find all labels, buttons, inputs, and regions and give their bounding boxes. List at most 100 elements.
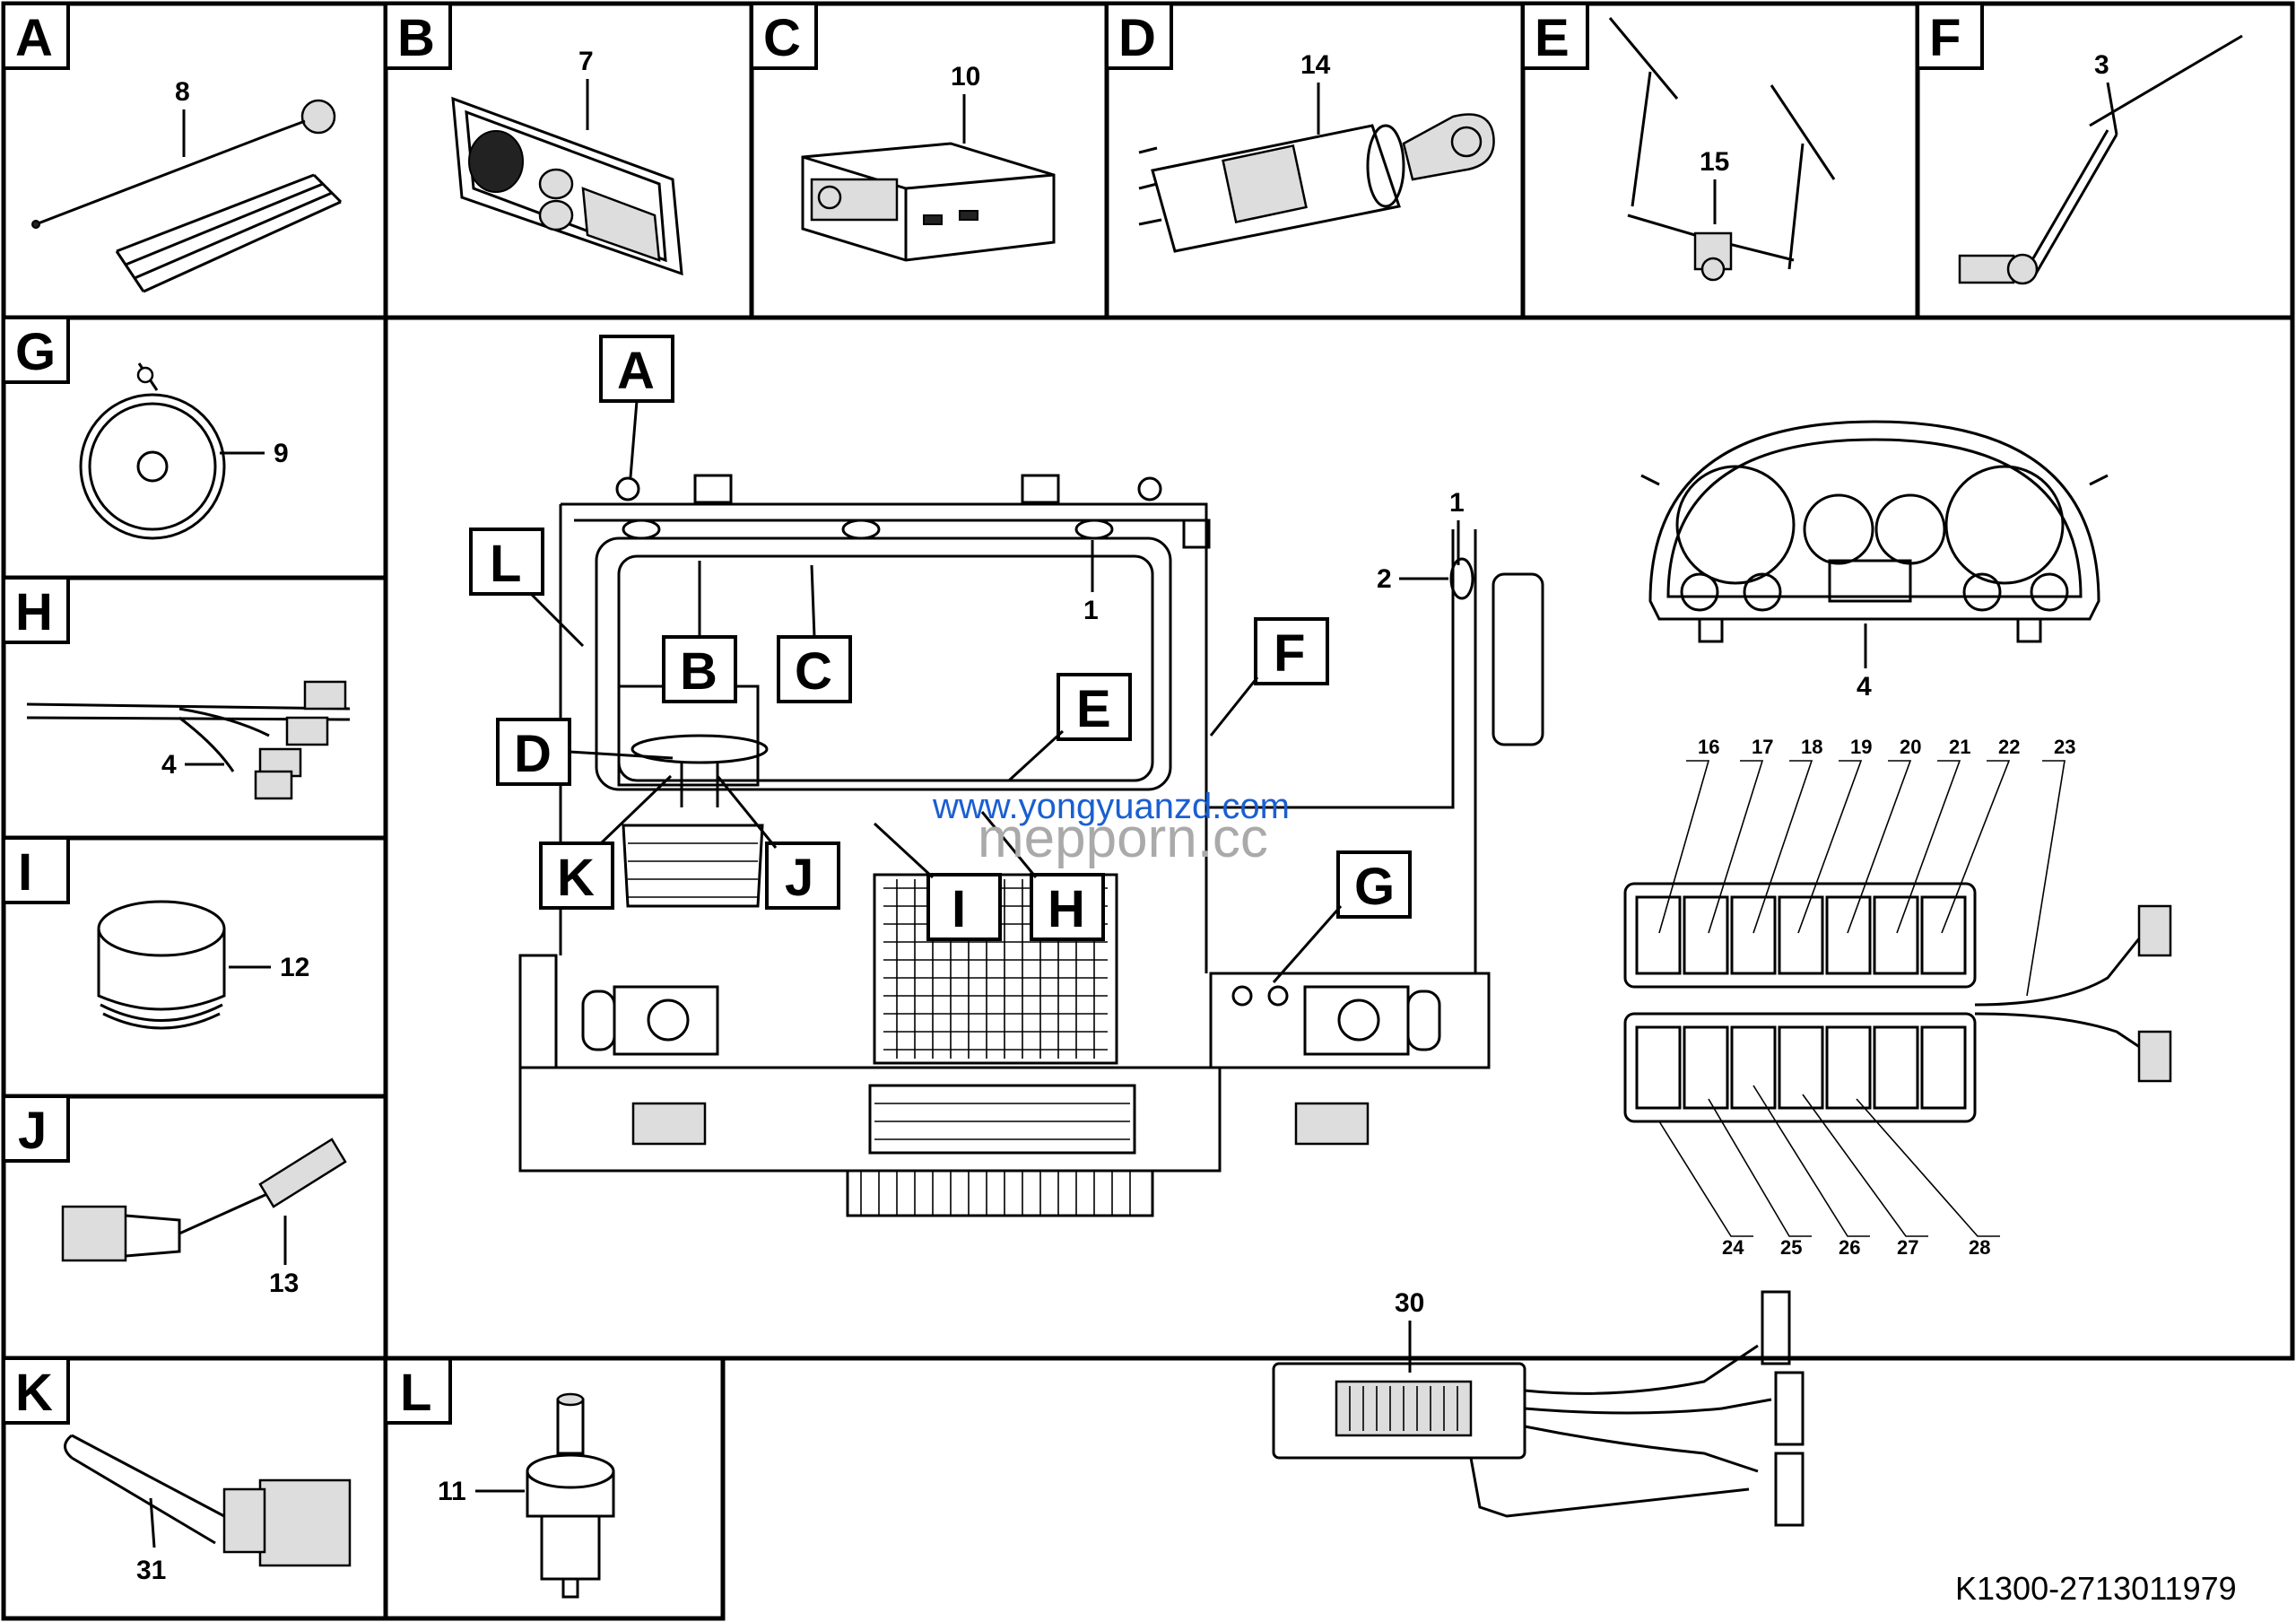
callout-k: K xyxy=(539,774,673,910)
lever-switch-drawing xyxy=(61,1138,347,1262)
panel-b-letter: B xyxy=(397,9,435,67)
callout-e-letter: E xyxy=(1076,680,1111,738)
panel-e-letter: E xyxy=(1535,9,1570,67)
panel-f: F 3 xyxy=(1915,1,2295,320)
panel-e-part-number: 15 xyxy=(1700,147,1729,177)
cluster-part-number: 4 xyxy=(1857,672,1872,702)
callout-d: D xyxy=(496,718,674,786)
callout-l: L xyxy=(469,528,585,648)
sensor-drawing xyxy=(526,1392,615,1599)
rod-assembly-drawing xyxy=(31,99,343,293)
panel-l: L 11 xyxy=(383,1356,726,1621)
switch-label-21: 21 xyxy=(1949,736,1970,758)
panel-f-letter: F xyxy=(1929,9,1961,67)
panel-a-part-number: 8 xyxy=(175,77,190,107)
panel-c: C 10 xyxy=(749,1,1109,320)
panel-g: G 9 xyxy=(1,315,388,580)
stalk-switch-drawing xyxy=(64,1434,352,1567)
panel-i: I 12 xyxy=(1,835,388,1099)
callout-lamp-number: 1 xyxy=(1083,596,1099,625)
callout-mirror: 1 2 xyxy=(1377,488,1465,594)
panel-l-letter: L xyxy=(400,1364,431,1422)
callout-l-letter: L xyxy=(490,535,521,593)
panel-h: H 4 xyxy=(1,575,388,841)
callout-j: J xyxy=(716,775,840,910)
panel-a: A 8 xyxy=(1,1,388,320)
harness-part-number: 30 xyxy=(1395,1288,1424,1318)
callout-mirror-top-number: 1 xyxy=(1449,488,1465,518)
callout-d-letter: D xyxy=(514,725,552,783)
switch-label-24: 24 xyxy=(1722,1236,1744,1259)
panel-b: B 7 xyxy=(383,1,754,320)
panel-g-letter: G xyxy=(15,323,56,381)
panel-c-part-number: 10 xyxy=(951,62,980,92)
dome-lamp-drawing xyxy=(451,96,683,276)
horn-drawing xyxy=(79,362,226,540)
panel-g-part-number: 9 xyxy=(274,439,289,468)
callout-g-letter: G xyxy=(1354,858,1395,916)
callout-i: I xyxy=(873,822,1002,941)
switch-panel: 16 17 18 19 20 21 22 23 24 25 26 27 28 xyxy=(1623,736,2172,1259)
callout-k-letter: K xyxy=(557,849,595,907)
ignition-switch-drawing xyxy=(1138,113,1495,253)
switch-label-20: 20 xyxy=(1900,736,1921,758)
panel-i-part-number: 12 xyxy=(280,953,309,982)
panel-c-letter: C xyxy=(763,9,801,67)
callout-b-letter: B xyxy=(680,642,718,701)
callout-b: B xyxy=(662,561,737,703)
panel-d-letter: D xyxy=(1118,9,1156,67)
switch-label-17: 17 xyxy=(1752,736,1773,758)
switch-label-28: 28 xyxy=(1969,1236,1990,1259)
switch-label-26: 26 xyxy=(1839,1236,1860,1259)
watermark-brand: mepporn.cc xyxy=(978,807,1268,869)
callout-f-letter: F xyxy=(1274,624,1305,683)
panel-d-part-number: 14 xyxy=(1300,50,1331,80)
callout-c-letter: C xyxy=(795,642,832,701)
panel-b-part-number: 7 xyxy=(578,47,594,76)
panel-f-part-number: 3 xyxy=(2094,50,2109,80)
panel-i-letter: I xyxy=(18,843,32,902)
switch-label-18: 18 xyxy=(1801,736,1822,758)
switch-label-23: 23 xyxy=(2054,736,2075,758)
callout-i-letter: I xyxy=(952,880,966,938)
callout-lamp-1: 1 xyxy=(1083,540,1099,625)
callout-h: H xyxy=(980,811,1105,941)
panel-k-part-number: 31 xyxy=(136,1556,166,1585)
callout-j-letter: J xyxy=(785,849,813,907)
callout-c: C xyxy=(777,564,852,703)
radio-unit-drawing xyxy=(801,142,1056,262)
switch-label-22: 22 xyxy=(1998,736,2020,758)
panel-h-letter: H xyxy=(15,583,53,641)
main-panel-frame xyxy=(383,315,2295,1361)
callout-g: G xyxy=(1272,850,1412,983)
panel-k: K 31 xyxy=(1,1356,388,1621)
switch-label-19: 19 xyxy=(1850,736,1872,758)
document-code: K1300-2713011979 xyxy=(1955,1570,2237,1607)
callout-f: F xyxy=(1209,617,1329,737)
wiper-linkage-drawing xyxy=(1608,17,1836,282)
panel-h-part-number: 4 xyxy=(161,750,177,780)
callout-mirror-number: 2 xyxy=(1377,564,1392,594)
knob-drawing xyxy=(97,900,226,1030)
switch-label-16: 16 xyxy=(1698,736,1719,758)
panel-k-letter: K xyxy=(15,1364,53,1422)
panel-l-part-number: 11 xyxy=(438,1477,466,1506)
panel-j: J 13 xyxy=(1,1094,388,1361)
callout-a-letter: A xyxy=(617,342,655,400)
callout-a: A xyxy=(599,335,674,478)
switch-label-27: 27 xyxy=(1897,1236,1918,1259)
wiper-motor-drawing xyxy=(1958,34,2243,285)
switch-label-25: 25 xyxy=(1780,1236,1802,1259)
wiring-harness-drawing xyxy=(26,680,351,800)
panel-e: E 15 xyxy=(1520,1,1920,320)
panel-j-part-number: 13 xyxy=(269,1269,299,1298)
panel-d: D 14 xyxy=(1104,1,1526,320)
cab-front-view xyxy=(518,474,1544,1217)
instrument-cluster: 4 xyxy=(1640,420,2109,702)
callout-e: E xyxy=(1007,673,1132,782)
panel-a-letter: A xyxy=(15,9,53,67)
harness-30: 30 xyxy=(1272,1288,1805,1527)
watermark-url: www.yongyuanzd.com xyxy=(932,787,1290,826)
panel-j-letter: J xyxy=(18,1102,47,1160)
